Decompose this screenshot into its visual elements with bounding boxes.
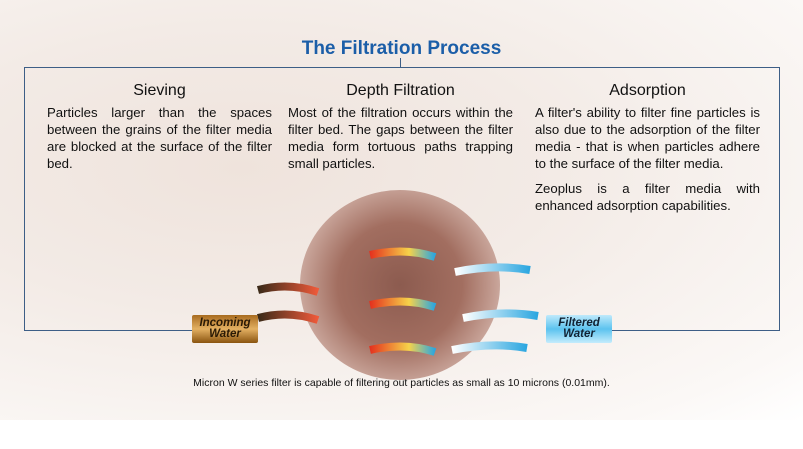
adsorption-heading: Adsorption [609, 82, 686, 99]
adsorption-section: Adsorption A filter's ability to filter … [535, 82, 760, 222]
frame-title-tick [400, 58, 401, 67]
sieving-heading: Sieving [133, 82, 186, 99]
depth-filtration-heading: Depth Filtration [346, 82, 455, 99]
footnote: Micron W series filter is capable of fil… [193, 377, 610, 389]
zeoplus-text: Zeoplus is a filter media with enhanced … [535, 181, 760, 213]
sieving-section: Sieving Particles larger than the spaces… [47, 82, 272, 180]
depth-filtration-text: Most of the filtration occurs within the… [288, 105, 513, 171]
incoming-water-label: Incoming Water [192, 315, 258, 343]
page-title: The Filtration Process [301, 38, 502, 59]
filtered-water-label: Filtered Water [546, 315, 612, 343]
filtered-arrow [451, 263, 539, 354]
frame-top-line [24, 67, 780, 331]
frame-bottom-right [612, 330, 779, 331]
sieving-text: Particles larger than the spaces between… [47, 105, 272, 171]
incoming-arrow [256, 282, 320, 324]
depth-filtration-section: Depth Filtration Most of the filtration … [288, 82, 513, 180]
adsorption-text: A filter's ability to filter fine partic… [535, 105, 760, 171]
filtering-arrow [369, 247, 437, 356]
frame-bottom-left [24, 330, 192, 331]
